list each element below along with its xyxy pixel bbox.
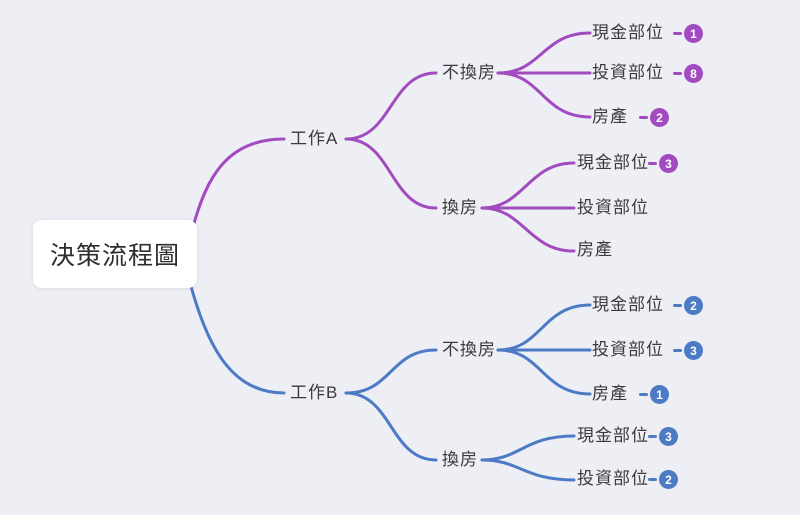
- badge-value: 3: [684, 341, 703, 360]
- a-keep-property-badge[interactable]: 2: [639, 108, 669, 127]
- badge-value: 2: [650, 108, 669, 127]
- badge-connector: [648, 478, 657, 481]
- b-keep-property-node[interactable]: 房產: [592, 384, 628, 403]
- link-a-swap-cash: [480, 161, 576, 210]
- link-b-swap-property: [480, 458, 576, 482]
- b-swap-invest-node[interactable]: 投資部位: [577, 469, 649, 488]
- a-swap-house-node[interactable]: 換房: [442, 198, 478, 217]
- a-swap-property-node[interactable]: 房產: [577, 240, 613, 259]
- link-b-swap-cash: [480, 434, 576, 462]
- badge-value: 3: [659, 427, 678, 446]
- a-keep-property-node[interactable]: 房產: [592, 107, 628, 126]
- link-a-keep-cash: [496, 31, 592, 75]
- a-swap-invest-node[interactable]: 投資部位: [577, 198, 649, 217]
- b-keep-invest-node[interactable]: 投資部位: [592, 340, 664, 359]
- a-keep-house-node[interactable]: 不換房: [442, 63, 496, 82]
- root-node[interactable]: 決策流程圖: [33, 220, 197, 288]
- a-keep-invest-badge[interactable]: 8: [673, 64, 703, 83]
- badge-connector: [648, 435, 657, 438]
- a-swap-cash-node[interactable]: 現金部位: [577, 153, 649, 172]
- b-keep-cash-badge[interactable]: 2: [673, 296, 703, 315]
- badge-value: 2: [659, 470, 678, 489]
- badge-value: 2: [684, 296, 703, 315]
- b-keep-house-node[interactable]: 不換房: [442, 340, 496, 359]
- badge-value: 8: [684, 64, 703, 83]
- branch-a-node[interactable]: 工作A: [290, 129, 339, 148]
- b-swap-cash-badge[interactable]: 3: [648, 427, 678, 446]
- b-keep-property-badge[interactable]: 1: [639, 385, 669, 404]
- badge-connector: [673, 72, 682, 75]
- b-keep-cash-node[interactable]: 現金部位: [592, 295, 664, 314]
- link-a-swap-property: [480, 206, 576, 253]
- root-node-label: 決策流程圖: [49, 242, 180, 270]
- b-swap-cash-node[interactable]: 現金部位: [577, 426, 649, 445]
- a-keep-cash-node[interactable]: 現金部位: [592, 23, 664, 42]
- badge-value: 3: [659, 154, 678, 173]
- link-root-branch-b: [188, 281, 286, 395]
- link-a-swap-house: [344, 137, 438, 210]
- b-swap-house-node[interactable]: 換房: [442, 450, 478, 469]
- link-b-keep-property: [496, 348, 592, 396]
- a-keep-invest-node[interactable]: 投資部位: [592, 63, 664, 82]
- a-keep-cash-badge[interactable]: 1: [673, 24, 703, 43]
- link-b-keep-house: [344, 348, 438, 395]
- badge-value: 1: [650, 385, 669, 404]
- b-keep-invest-badge[interactable]: 3: [673, 341, 703, 360]
- link-a-keep-house: [344, 71, 438, 141]
- branch-b-node[interactable]: 工作B: [290, 383, 339, 402]
- link-b-swap-house: [344, 391, 438, 462]
- badge-connector: [639, 393, 648, 396]
- badge-connector: [673, 32, 682, 35]
- badge-connector: [673, 349, 682, 352]
- link-b-keep-cash: [496, 303, 592, 352]
- b-swap-invest-badge[interactable]: 2: [648, 470, 678, 489]
- badge-value: 1: [684, 24, 703, 43]
- badge-connector: [648, 162, 657, 165]
- link-a-keep-property: [496, 71, 592, 119]
- badge-connector: [639, 116, 648, 119]
- badge-connector: [673, 304, 682, 307]
- a-swap-cash-badge[interactable]: 3: [648, 154, 678, 173]
- link-root-branch-a: [190, 137, 286, 233]
